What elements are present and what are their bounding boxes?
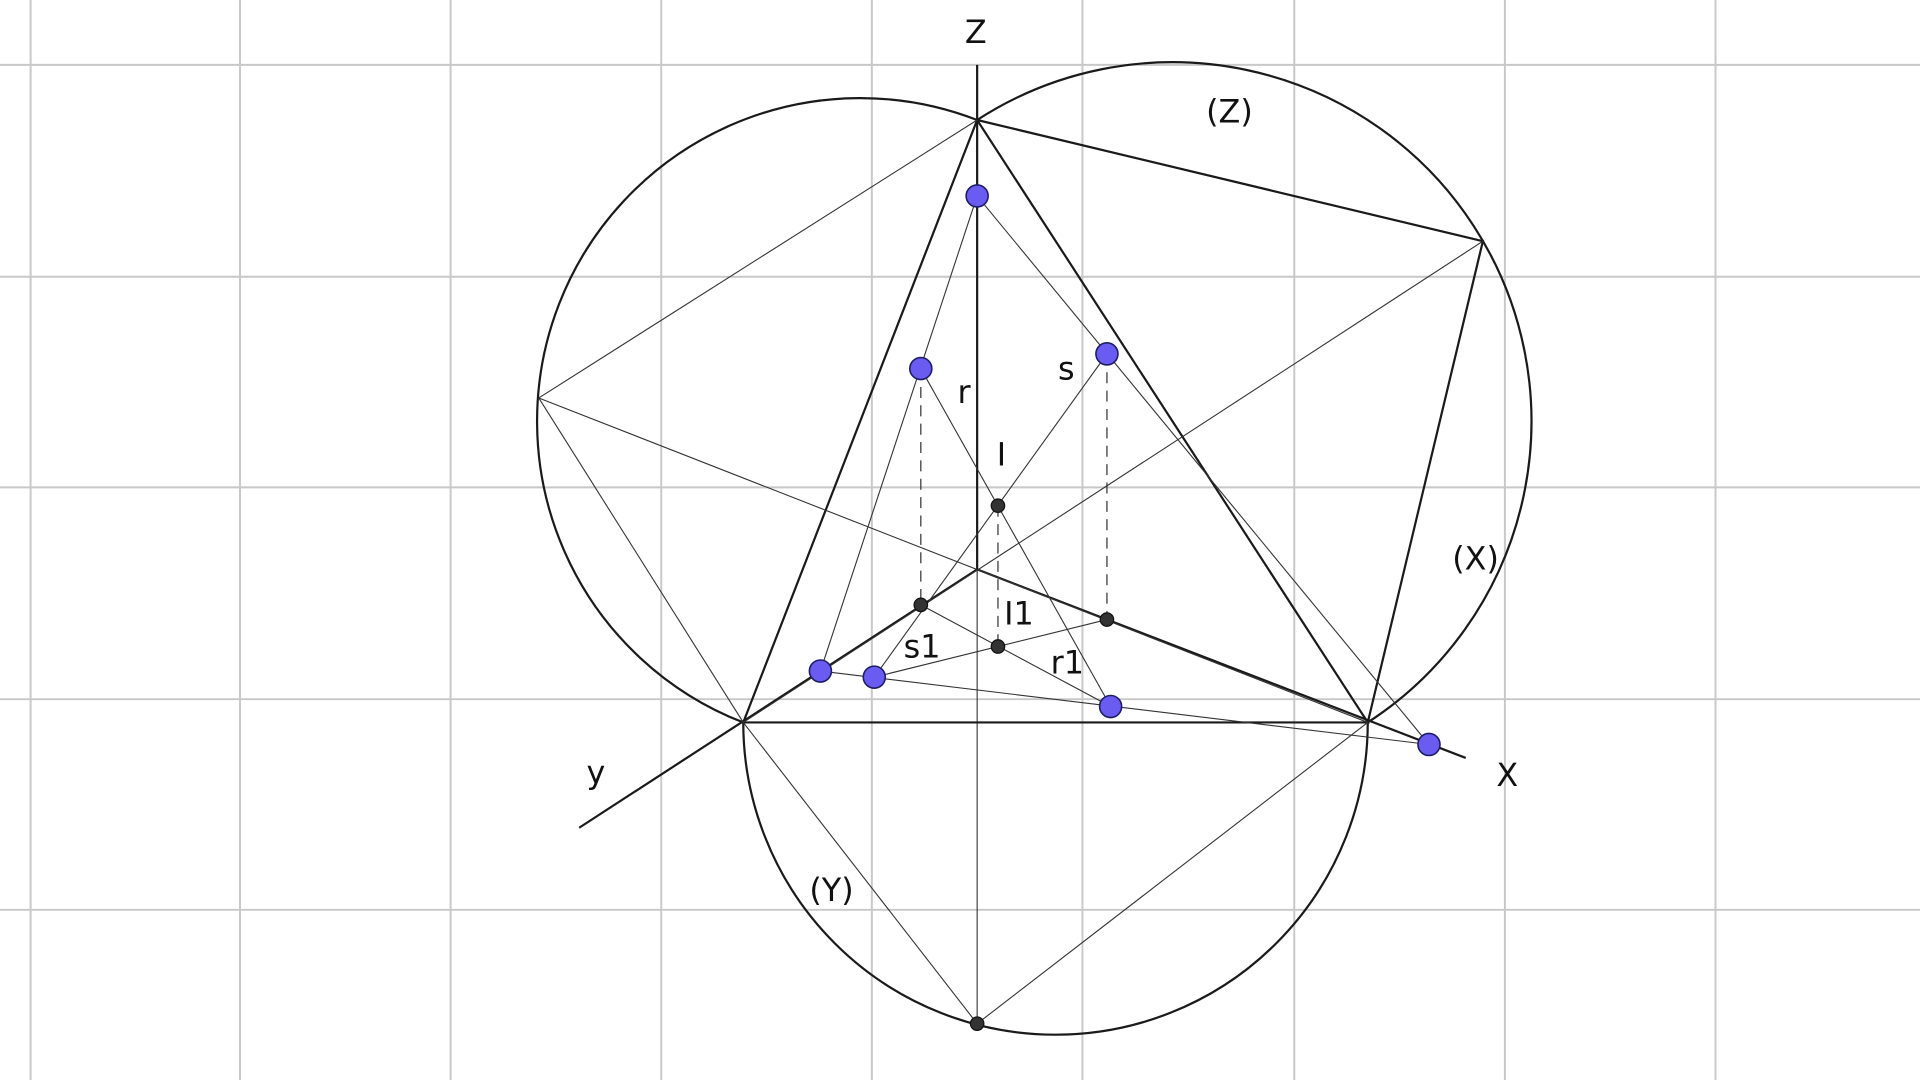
- construction-lines: [538, 119, 1484, 1025]
- triangle[interactable]: [741, 117, 1370, 724]
- point-r-foot[interactable]: [913, 597, 929, 613]
- circle-z[interactable]: [976, 61, 1533, 724]
- line-r-label: r: [958, 373, 972, 411]
- point-s-foot[interactable]: [1099, 612, 1115, 627]
- x-axis-label: X: [1496, 756, 1518, 794]
- point-y-free[interactable]: [808, 659, 833, 683]
- z-axis-label: Z: [965, 13, 987, 51]
- point-r[interactable]: [909, 356, 933, 381]
- point-i1-label: I1: [1004, 594, 1034, 632]
- point-i-label: I: [997, 435, 1006, 473]
- side-z-x[interactable]: [976, 118, 1485, 723]
- circle-y-label: (Y): [809, 871, 853, 909]
- y-axis-label: y: [587, 754, 606, 792]
- y-axis[interactable]: [578, 568, 978, 829]
- point-r1[interactable]: [1098, 694, 1123, 719]
- point-z-free[interactable]: [965, 184, 989, 208]
- point-x-free[interactable]: [1417, 732, 1441, 757]
- circle-z-label: (Z): [1206, 92, 1253, 130]
- point-s[interactable]: [1095, 342, 1119, 366]
- x-axis[interactable]: [976, 568, 1467, 759]
- circle-y[interactable]: [742, 722, 1369, 1036]
- point-s1[interactable]: [862, 665, 887, 689]
- point-i[interactable]: [990, 498, 1006, 514]
- line-s-label: s: [1058, 350, 1075, 388]
- circle-x-label: (X): [1452, 539, 1499, 577]
- point-i1[interactable]: [990, 639, 1006, 654]
- line-r1-label: r1: [1051, 643, 1084, 681]
- line-s1-label: s1: [904, 628, 941, 666]
- point-bottom[interactable]: [969, 1016, 985, 1032]
- circle-left[interactable]: [535, 96, 978, 724]
